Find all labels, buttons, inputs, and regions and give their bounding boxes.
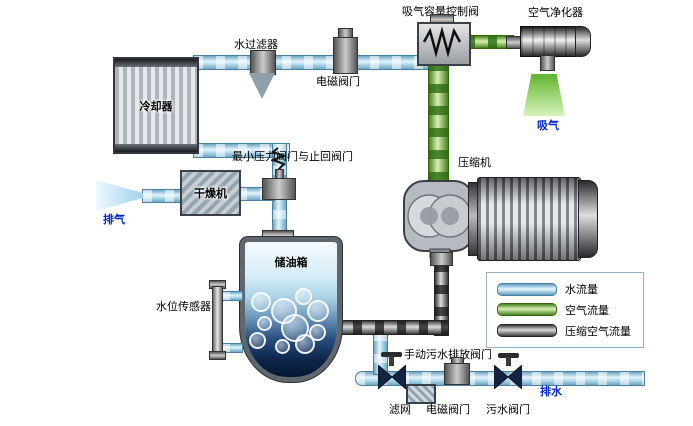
sensor-stub-top: [220, 291, 243, 301]
bubble: [307, 300, 329, 322]
bubble: [275, 339, 290, 354]
manual-drain-valve-handle: [381, 352, 402, 357]
flow-legend: 水流量 空气流量 压缩空气流量: [486, 272, 644, 348]
bubble: [249, 332, 266, 349]
solenoid-valve-top-label: 电磁阀门: [316, 75, 360, 88]
bubble: [251, 292, 271, 312]
compressed-air-flow-bar-icon: [497, 324, 557, 338]
sewage-valve-label: 污水阀门: [486, 403, 530, 416]
compressor-airend: [403, 180, 475, 259]
compressed-air-pipe-to-tank: [330, 320, 449, 335]
legend-label-water: 水流量: [565, 283, 598, 297]
legend-row-compressed-air: 压缩空气流量: [497, 323, 633, 339]
solenoid-valve-bottom-body: [444, 363, 470, 385]
water-pipe-exhaust-stub: [142, 189, 184, 203]
manual-drain-valve-label: 手动污水排放阀门: [404, 348, 492, 361]
water-level-sensor-label: 水位传感器: [156, 300, 211, 313]
solenoid-valve-top-body: [333, 37, 358, 74]
legend-label-compressed-air: 压缩空气流量: [565, 324, 631, 338]
strainer-body: [406, 384, 436, 404]
compressor-motor: [477, 177, 581, 261]
air-purifier-end-cap: [575, 26, 591, 57]
air-purifier-body: [520, 26, 579, 57]
intake-control-valve-body: [417, 22, 471, 66]
legend-row-air: 空气流量: [497, 302, 633, 318]
sewage-valve-stem: [506, 357, 511, 366]
bubble: [257, 316, 272, 331]
intake-air-glow: [523, 74, 565, 116]
compressor-outlet-fitting: [430, 252, 453, 266]
min-pressure-valve-label: 最小压力阀门与止回阀门: [232, 150, 353, 163]
manual-drain-valve-symbol: [378, 365, 406, 389]
check-valve-body: [262, 178, 296, 200]
strainer-label: 滤网: [389, 403, 411, 416]
cooler-box: 冷却器: [113, 57, 199, 154]
exhaust-spray: [96, 180, 143, 211]
bubble: [295, 334, 315, 354]
compressor-label: 压缩机: [458, 156, 491, 169]
air-purifier-outlet: [540, 55, 555, 71]
check-valve-spring-icon: [271, 147, 286, 171]
intake-control-valve-label: 吸气容量控制阀: [402, 5, 479, 18]
manual-drain-valve-stem: [389, 356, 394, 366]
legend-row-water: 水流量: [497, 281, 633, 297]
cooler-label: 冷却器: [139, 99, 173, 113]
water-level-sensor-tube: [212, 286, 223, 354]
water-filter-body: [250, 50, 276, 75]
legend-label-air: 空气流量: [565, 303, 609, 317]
air-pipe-vertical: [428, 61, 449, 181]
sewage-valve-symbol: [494, 365, 522, 389]
water-pipe-top: [193, 55, 447, 70]
water-flow-bar-icon: [497, 282, 557, 296]
air-flow-bar-icon: [497, 303, 557, 317]
solenoid-valve-bottom-label: 电磁阀门: [426, 403, 470, 416]
dryer-box: 干燥机: [180, 170, 241, 216]
control-valve-spring-icon: [422, 26, 462, 58]
water-filter-label: 水过滤器: [234, 38, 278, 51]
air-purifier-label: 空气净化器: [528, 6, 583, 19]
dryer-label: 干燥机: [194, 187, 227, 200]
oil-tank-label: 储油箱: [274, 256, 308, 269]
oil-tank: 储油箱: [240, 237, 342, 382]
bubble: [295, 288, 312, 305]
bubble: [309, 324, 326, 341]
water-filter-funnel: [249, 73, 275, 99]
oil-tank-liquid: 储油箱: [245, 242, 337, 377]
exhaust-label: 排气: [103, 213, 125, 226]
compressor-motor-end-cap: [578, 180, 598, 258]
sewage-valve-handle: [498, 353, 519, 358]
drain-outlet-label: 排水: [540, 385, 562, 398]
intake-label: 吸气: [537, 119, 559, 132]
sensor-cap-bottom: [209, 351, 226, 360]
